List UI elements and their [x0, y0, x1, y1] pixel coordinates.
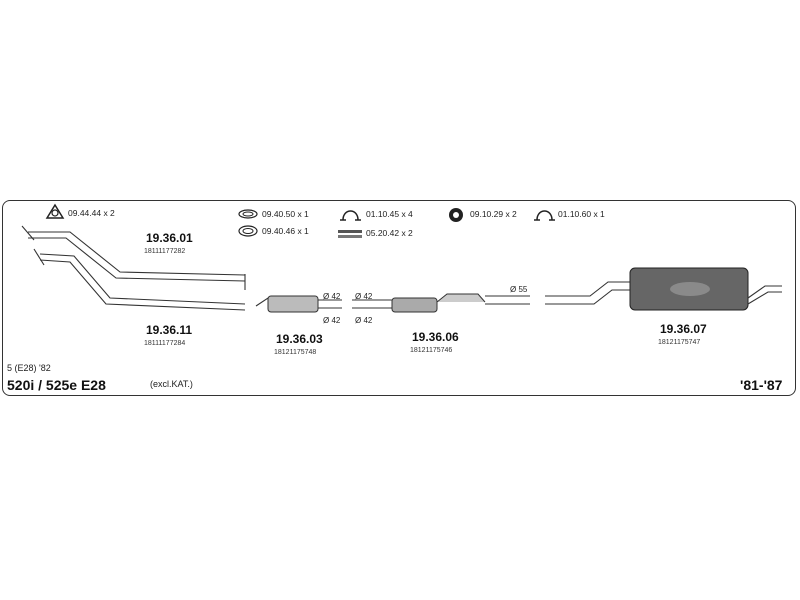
vehicle-model: 520i / 525e E28: [7, 377, 106, 393]
diagram-frame: [2, 200, 796, 396]
diameter-label: Ø 42: [355, 292, 373, 301]
front-pipe-lower: [33, 248, 246, 311]
accessory-label: 05.20.42 x 2: [366, 228, 413, 238]
vehicle-note: (excl.KAT.): [150, 379, 193, 389]
part-code: 19.36.11: [146, 323, 193, 337]
part-code: 19.36.01: [146, 231, 193, 245]
part-oe-number: 18111177282: [144, 248, 186, 255]
part-code: 19.36.03: [276, 332, 323, 346]
accessory-label: 09.40.50 x 1: [262, 209, 309, 219]
center-muffler: [352, 293, 530, 313]
part-code: 19.36.07: [660, 322, 707, 336]
part-oe-number: 18121175747: [658, 339, 701, 346]
vehicle-years: '81-'87: [740, 377, 783, 393]
part-code: 19.36.06: [412, 330, 459, 344]
gasket-triangle-icon: [45, 203, 65, 219]
accessory-label: 09.40.46 x 1: [262, 226, 309, 236]
part-oe-number: 18121175748: [274, 349, 317, 356]
rear-muffler: [545, 267, 782, 311]
clamp-large-icon: [534, 210, 555, 221]
accessory-label: 01.10.60 x 1: [558, 209, 605, 219]
diameter-label: Ø 55: [510, 285, 528, 294]
intermediate-pipe: [255, 295, 342, 313]
accessory-label: 09.44.44 x 2: [68, 208, 115, 218]
ring-gasket-icon: [238, 209, 258, 219]
diameter-label: Ø 42: [323, 316, 341, 325]
front-pipe-upper: [21, 225, 246, 290]
accessory-label: 09.10.29 x 2: [470, 209, 517, 219]
diameter-label: Ø 42: [323, 292, 341, 301]
rubber-ring-icon: [449, 208, 463, 222]
diameter-label: Ø 42: [355, 316, 373, 325]
part-oe-number: 18121175746: [410, 347, 453, 354]
vehicle-series: 5 (E28) '82: [7, 363, 51, 373]
accessory-label: 01.10.45 x 4: [366, 209, 413, 219]
ring-gasket-large-icon: [238, 225, 258, 237]
rubber-strip-icon: [338, 230, 362, 238]
clamp-icon: [340, 210, 361, 221]
part-oe-number: 18111177284: [144, 340, 186, 347]
